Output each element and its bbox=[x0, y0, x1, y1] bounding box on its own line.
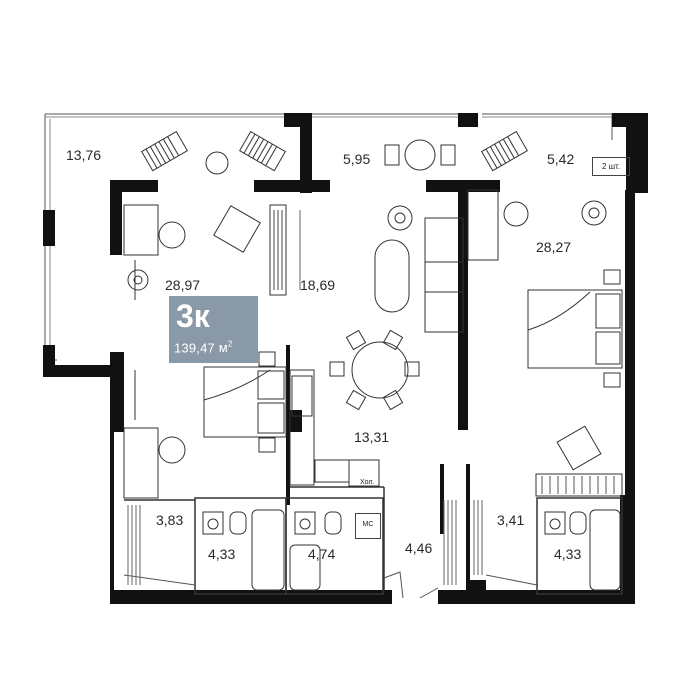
kitchen-unit bbox=[289, 369, 315, 486]
total-area: 139,47 м2 bbox=[174, 340, 233, 355]
sofa bbox=[424, 217, 464, 333]
room-area-wardrobe: 18,69 bbox=[300, 277, 336, 293]
room-area-terrace-right: 5,42 bbox=[547, 151, 575, 167]
room-area-closet-left: 3,83 bbox=[156, 512, 184, 528]
wardrobe-right bbox=[535, 473, 623, 497]
plant-icon bbox=[127, 200, 607, 291]
room-area-hall: 4,46 bbox=[405, 540, 433, 556]
door-swing bbox=[383, 571, 404, 599]
door-swing bbox=[419, 587, 439, 599]
room-area-bedroom-right: 28,27 bbox=[536, 239, 572, 255]
room-area-bath-mid: 4,74 bbox=[308, 546, 336, 562]
total-area-value: 139,47 bbox=[174, 340, 215, 356]
room-area-terrace-left: 13,76 bbox=[66, 147, 102, 163]
room-area-living-kitchen: 13,31 bbox=[354, 429, 390, 445]
sink bbox=[314, 459, 350, 483]
two-pieces-tag: 2 шт. bbox=[592, 157, 630, 176]
sun-loungers bbox=[140, 130, 529, 175]
desk bbox=[123, 204, 159, 256]
wardrobe-unit bbox=[269, 204, 287, 296]
desk-small bbox=[123, 427, 159, 499]
bathtub bbox=[589, 509, 621, 591]
table-oval bbox=[374, 239, 410, 313]
bathtub bbox=[289, 544, 321, 591]
room-area-closet-right: 3,41 bbox=[497, 512, 525, 528]
walls bbox=[43, 113, 648, 604]
room-area-bath-right: 4,33 bbox=[554, 546, 582, 562]
media-wall bbox=[467, 189, 499, 261]
bed-right bbox=[527, 289, 623, 369]
apartment-type: 3к bbox=[176, 298, 210, 334]
armchair-right bbox=[556, 425, 602, 471]
bathtub bbox=[251, 509, 285, 591]
dining-table bbox=[351, 341, 409, 399]
armchair bbox=[213, 205, 261, 253]
washer-tag: МС bbox=[355, 513, 381, 539]
bed-left bbox=[203, 366, 287, 438]
fridge-tag: Хол. bbox=[360, 479, 375, 486]
room-area-bath-left: 4,33 bbox=[208, 546, 236, 562]
apartment-badge: 3к 139,47 м2 bbox=[169, 296, 258, 363]
room-area-bedroom-left: 28,97 bbox=[165, 277, 201, 293]
room-area-terrace-mid: 5,95 bbox=[343, 151, 371, 167]
total-area-unit: м2 bbox=[218, 340, 233, 356]
